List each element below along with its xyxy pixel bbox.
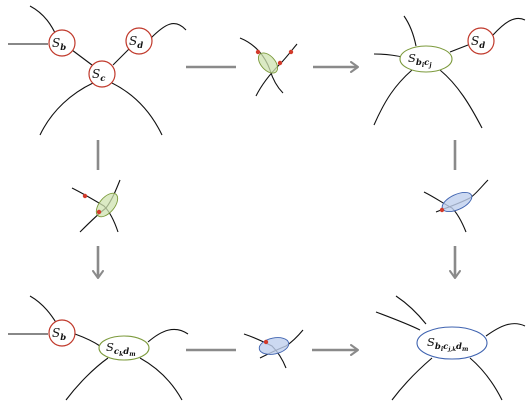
icon-blue-region	[441, 191, 473, 213]
icon-red-dot-2	[96, 209, 102, 215]
arrow-top-head	[350, 61, 359, 73]
leg-sbc-bottom-left	[373, 69, 413, 126]
icon-green-region	[257, 52, 279, 74]
node-sb2-label: Sb	[52, 326, 66, 343]
leg-sckd-right	[147, 328, 189, 343]
node-sb2	[48, 319, 76, 347]
node-sckd-label: Sckdm	[106, 340, 136, 358]
panel-left-middle-contraction-icon	[71, 179, 121, 233]
leg-sc-right	[111, 82, 163, 136]
node-sb-label: Sb	[52, 36, 66, 53]
icon-blue-region	[258, 337, 290, 355]
arrow-right-head	[449, 270, 461, 279]
arrow-right-vertical	[449, 140, 461, 279]
node-sb	[48, 29, 76, 57]
node-sd-label: Sd	[129, 34, 143, 51]
panel-right-middle-contraction-icon	[423, 179, 489, 233]
icon-red-dot-2	[277, 60, 283, 66]
node-sckd	[98, 335, 150, 361]
bond-sb-sc	[71, 49, 93, 66]
leg-sbcd-bottom-left	[391, 357, 433, 401]
node-sbcd-label: Sbicj,kdm	[427, 335, 468, 353]
node-sbcd	[416, 326, 488, 360]
icon-red-dot-3	[288, 49, 294, 55]
leg-sc-left	[39, 82, 94, 136]
leg-sbcd-bottom-right	[469, 357, 503, 401]
leg-sckd-bottom-right	[139, 357, 183, 401]
panel-bottom-middle-contraction-icon	[243, 329, 304, 369]
icon-green-region	[95, 192, 119, 218]
icon-red-dot-1	[255, 49, 261, 55]
bond-sb2-sckd	[74, 333, 101, 347]
node-sc	[88, 60, 116, 88]
bond-sbc-sd	[449, 44, 469, 53]
arrow-bottom-horizontal	[186, 344, 359, 356]
leg-sb-top	[29, 5, 58, 38]
node-sbc	[399, 45, 453, 73]
arrow-bottom-head	[350, 344, 359, 356]
panel-top-left-network: Sb Sd Sc	[7, 5, 187, 136]
icon-red-dot-1	[82, 193, 88, 199]
panel-bottom-right-network: Sbicj,kdm	[375, 295, 526, 401]
arrow-left-head	[92, 270, 104, 279]
leg-sd2-right	[492, 17, 526, 36]
node-sd2	[467, 27, 495, 55]
leg-sckd-bottom-left	[65, 357, 109, 401]
icon-red-dot-1	[439, 207, 445, 213]
node-sc-label: Sc	[92, 67, 106, 84]
arrow-top-horizontal	[186, 61, 359, 73]
panel-top-right-network: Sbicj Sd	[373, 15, 526, 129]
panel-top-middle-contraction-icon	[239, 37, 298, 97]
leg-sbc-bottom-right	[439, 69, 483, 129]
leg-sd-right	[150, 23, 187, 39]
leg-sbc-top	[403, 15, 417, 47]
leg-sb2-top	[29, 295, 58, 325]
leg-sbcd-top	[395, 295, 427, 325]
node-sd	[125, 27, 153, 55]
panel-bottom-left-network: Sb Sckdm	[8, 295, 189, 401]
leg-sbcd-upper-left	[375, 311, 421, 331]
icon-red-dot-1	[263, 339, 269, 345]
arrow-left-vertical	[92, 140, 104, 279]
node-sd2-label: Sd	[471, 34, 485, 51]
leg-sbcd-right	[485, 323, 526, 337]
node-sbc-label: Sbicj	[408, 51, 432, 69]
